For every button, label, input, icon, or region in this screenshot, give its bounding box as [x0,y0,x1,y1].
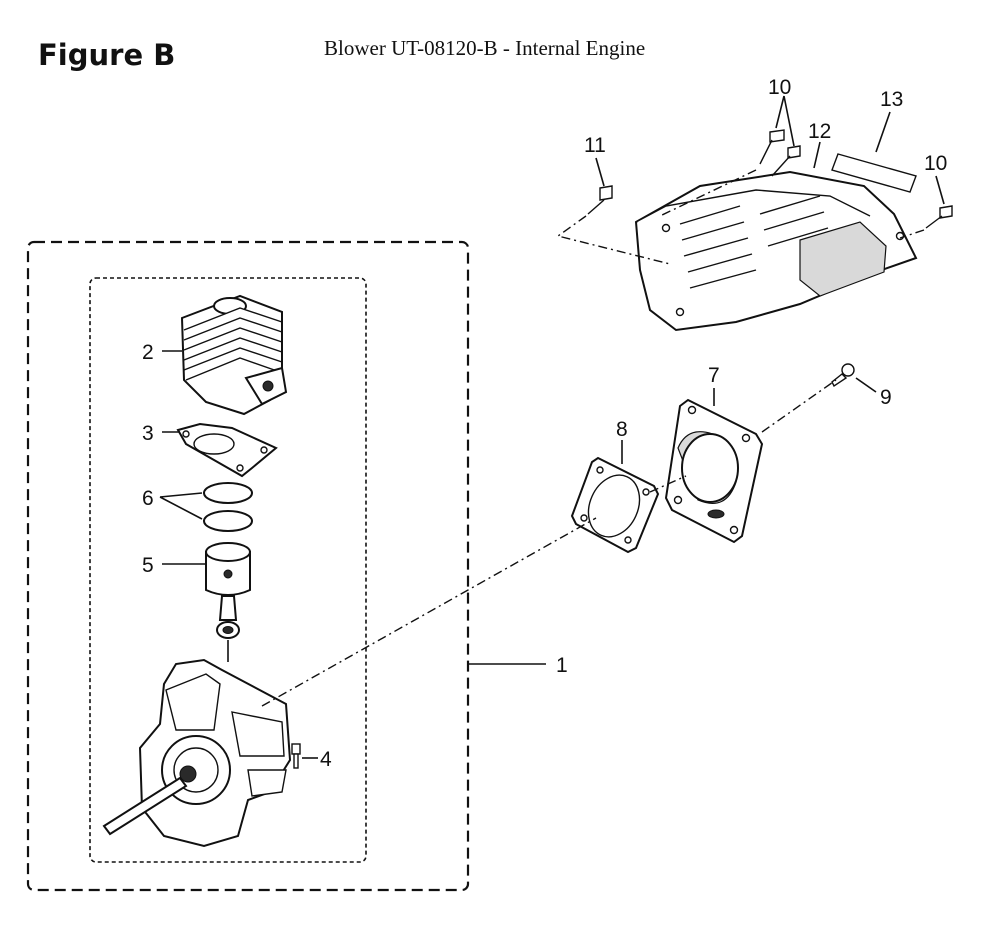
part-piston-rod [205,542,251,639]
callout-4: 4 [320,748,332,771]
assembly-line-screw-10b [899,229,925,239]
assembly-line-screw-9 [761,379,837,433]
callout-10-top: 10 [768,76,791,99]
part-crankcase [102,640,292,848]
callout-13: 13 [880,88,903,111]
assembly-line-muffler [261,517,597,707]
callout-10-right: 10 [924,152,947,175]
figure-label: Figure B [38,38,176,72]
callout-5: 5 [142,554,154,577]
callout-1: 1 [556,654,568,677]
part-cylinder-gasket [176,422,278,478]
diagram-title: Blower UT-08120-B - Internal Engine [324,36,646,60]
leader-lines [159,95,945,759]
assembly-line-gasket-muffler [649,475,687,493]
callout-9: 9 [880,386,892,409]
part-cover-screws [587,129,953,229]
callout-3: 3 [142,422,154,445]
callout-12: 12 [808,120,831,143]
part-piston-rings [203,482,253,532]
callout-11: 11 [584,134,606,157]
part-engine-cover [634,170,918,332]
part-crankcase-bolt [291,743,301,769]
callout-2: 2 [142,341,154,364]
part-muffler-screw [831,363,855,388]
part-cylinder [180,294,288,416]
callout-7: 7 [708,364,720,387]
callout-6: 6 [142,487,154,510]
assembly-outer-box [26,240,470,892]
callout-8: 8 [616,418,628,441]
part-muffler [664,398,764,544]
part-muffler-gasket [570,456,660,554]
part-label [831,153,917,193]
